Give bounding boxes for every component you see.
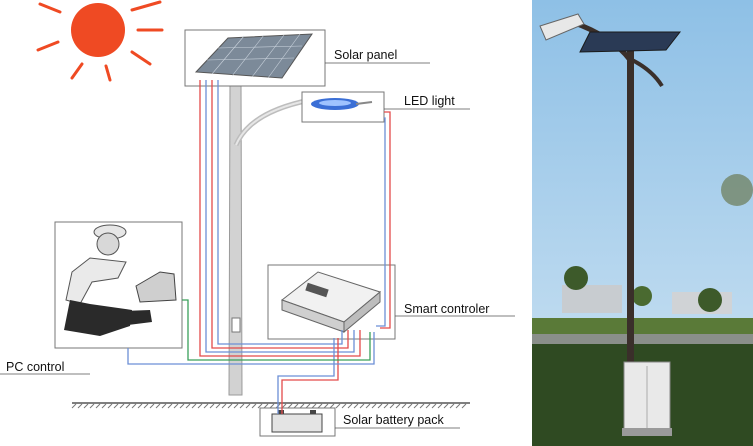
ground-hatch-mark: [197, 403, 203, 409]
ground-hatch-mark: [317, 403, 323, 409]
ground-hatch-mark: [437, 403, 443, 409]
ground-hatch-mark: [269, 403, 275, 409]
photo-building: [562, 285, 622, 313]
technician-with-laptop-icon: [64, 224, 177, 336]
ground-hatch-mark: [407, 403, 413, 409]
ground-hatch-mark: [161, 403, 167, 409]
ground-hatch-mark: [359, 403, 365, 409]
photo-trees: [564, 174, 753, 312]
ground-hatch-mark: [203, 403, 209, 409]
ground-hatch-mark: [431, 403, 437, 409]
ground-hatch-mark: [239, 403, 245, 409]
ground-hatch-mark: [101, 403, 107, 409]
street-pole: [228, 79, 311, 396]
battery-box: [259, 407, 336, 437]
pc-control-box: [54, 221, 183, 349]
pc-control-label: PC control: [6, 360, 65, 374]
photo-pole: [627, 45, 634, 375]
ground-hatch-mark: [287, 403, 293, 409]
ground-hatch-mark: [215, 403, 221, 409]
ground-hatch-mark: [113, 403, 119, 409]
ground-hatch-mark: [311, 403, 317, 409]
ground-hatch-mark: [263, 403, 269, 409]
ground-hatch-mark: [125, 403, 131, 409]
ground-hatch-mark: [449, 403, 455, 409]
ground-hatch-mark: [191, 403, 197, 409]
ground-hatch-mark: [353, 403, 359, 409]
ground-hatch-mark: [257, 403, 263, 409]
ground-hatch-mark: [413, 403, 419, 409]
ground-hatch-mark: [455, 403, 461, 409]
pole-junction-box: [231, 317, 241, 333]
ground-hatch-mark: [389, 403, 395, 409]
ground-hatch-mark: [401, 403, 407, 409]
ground-hatch-mark: [71, 403, 77, 409]
photo-lamp-head: [539, 13, 585, 41]
ground-hatch-mark: [143, 403, 149, 409]
ground-hatch-mark: [245, 403, 251, 409]
wiring: [127, 80, 391, 414]
ground-hatch-mark: [383, 403, 389, 409]
sun-rays: [36, 0, 164, 82]
ground-hatch-mark: [119, 403, 125, 409]
ground-hatch-mark: [293, 403, 299, 409]
ground-hatch-mark: [299, 403, 305, 409]
smart-controller-label: Smart controler: [404, 302, 490, 316]
smart-controller-box: [267, 264, 396, 340]
ground-hatch-mark: [341, 403, 347, 409]
sun-disc: [71, 3, 125, 57]
ground-hatch-mark: [227, 403, 233, 409]
ground-hatch-mark: [281, 403, 287, 409]
ground-hatch-mark: [371, 403, 377, 409]
photo-solar-panel: [579, 31, 682, 53]
ground-hatch-mark: [89, 403, 95, 409]
ground-hatch-mark: [221, 403, 227, 409]
ground-hatch-mark: [149, 403, 155, 409]
ground-hatch-mark: [395, 403, 401, 409]
ground-hatch-mark: [185, 403, 191, 409]
ground-hatch-mark: [137, 403, 143, 409]
ground-hatch-mark: [167, 403, 173, 409]
ground-hatch-mark: [251, 403, 257, 409]
battery-icon: [271, 413, 323, 433]
street-light-photo: [532, 0, 753, 446]
ground-hatch-mark: [155, 403, 161, 409]
ground-hatch-mark: [305, 403, 311, 409]
ground-hatch-mark: [131, 403, 137, 409]
laptop-icon: [135, 271, 177, 303]
solar-panel-box: [184, 29, 326, 87]
led-light-box: [301, 91, 385, 123]
solar-panel-grid: [206, 33, 303, 79]
ground-hatch-mark: [347, 403, 353, 409]
ground-hatch-mark: [95, 403, 101, 409]
ground-hatch-mark: [173, 403, 179, 409]
solar-street-light-diagram: [0, 0, 515, 437]
ground-hatch-mark: [179, 403, 185, 409]
ground-hatch-mark: [365, 403, 371, 409]
ground-line: [71, 402, 470, 409]
ground-hatch-mark: [335, 403, 341, 409]
ground-hatch-mark: [77, 403, 83, 409]
solar-panel-label: Solar panel: [334, 48, 398, 62]
ground-hatch-mark: [329, 403, 335, 409]
ground-hatch-mark: [377, 403, 383, 409]
ground-hatch-mark: [107, 403, 113, 409]
ground-hatch-mark: [425, 403, 431, 409]
ground-hatch-mark: [461, 403, 467, 409]
ground-hatch-mark: [83, 403, 89, 409]
sun-icon: [36, 0, 164, 82]
label-leaders: [0, 62, 515, 429]
solar-panel-icon: [194, 33, 313, 79]
ground-hatch-mark: [233, 403, 239, 409]
ground-hatch-mark: [419, 403, 425, 409]
ground-hatch-mark: [443, 403, 449, 409]
battery-label: Solar battery pack: [343, 413, 444, 427]
ground-hatch-mark: [209, 403, 215, 409]
ground-hatch-mark: [323, 403, 329, 409]
led-light-label: LED light: [404, 94, 455, 108]
